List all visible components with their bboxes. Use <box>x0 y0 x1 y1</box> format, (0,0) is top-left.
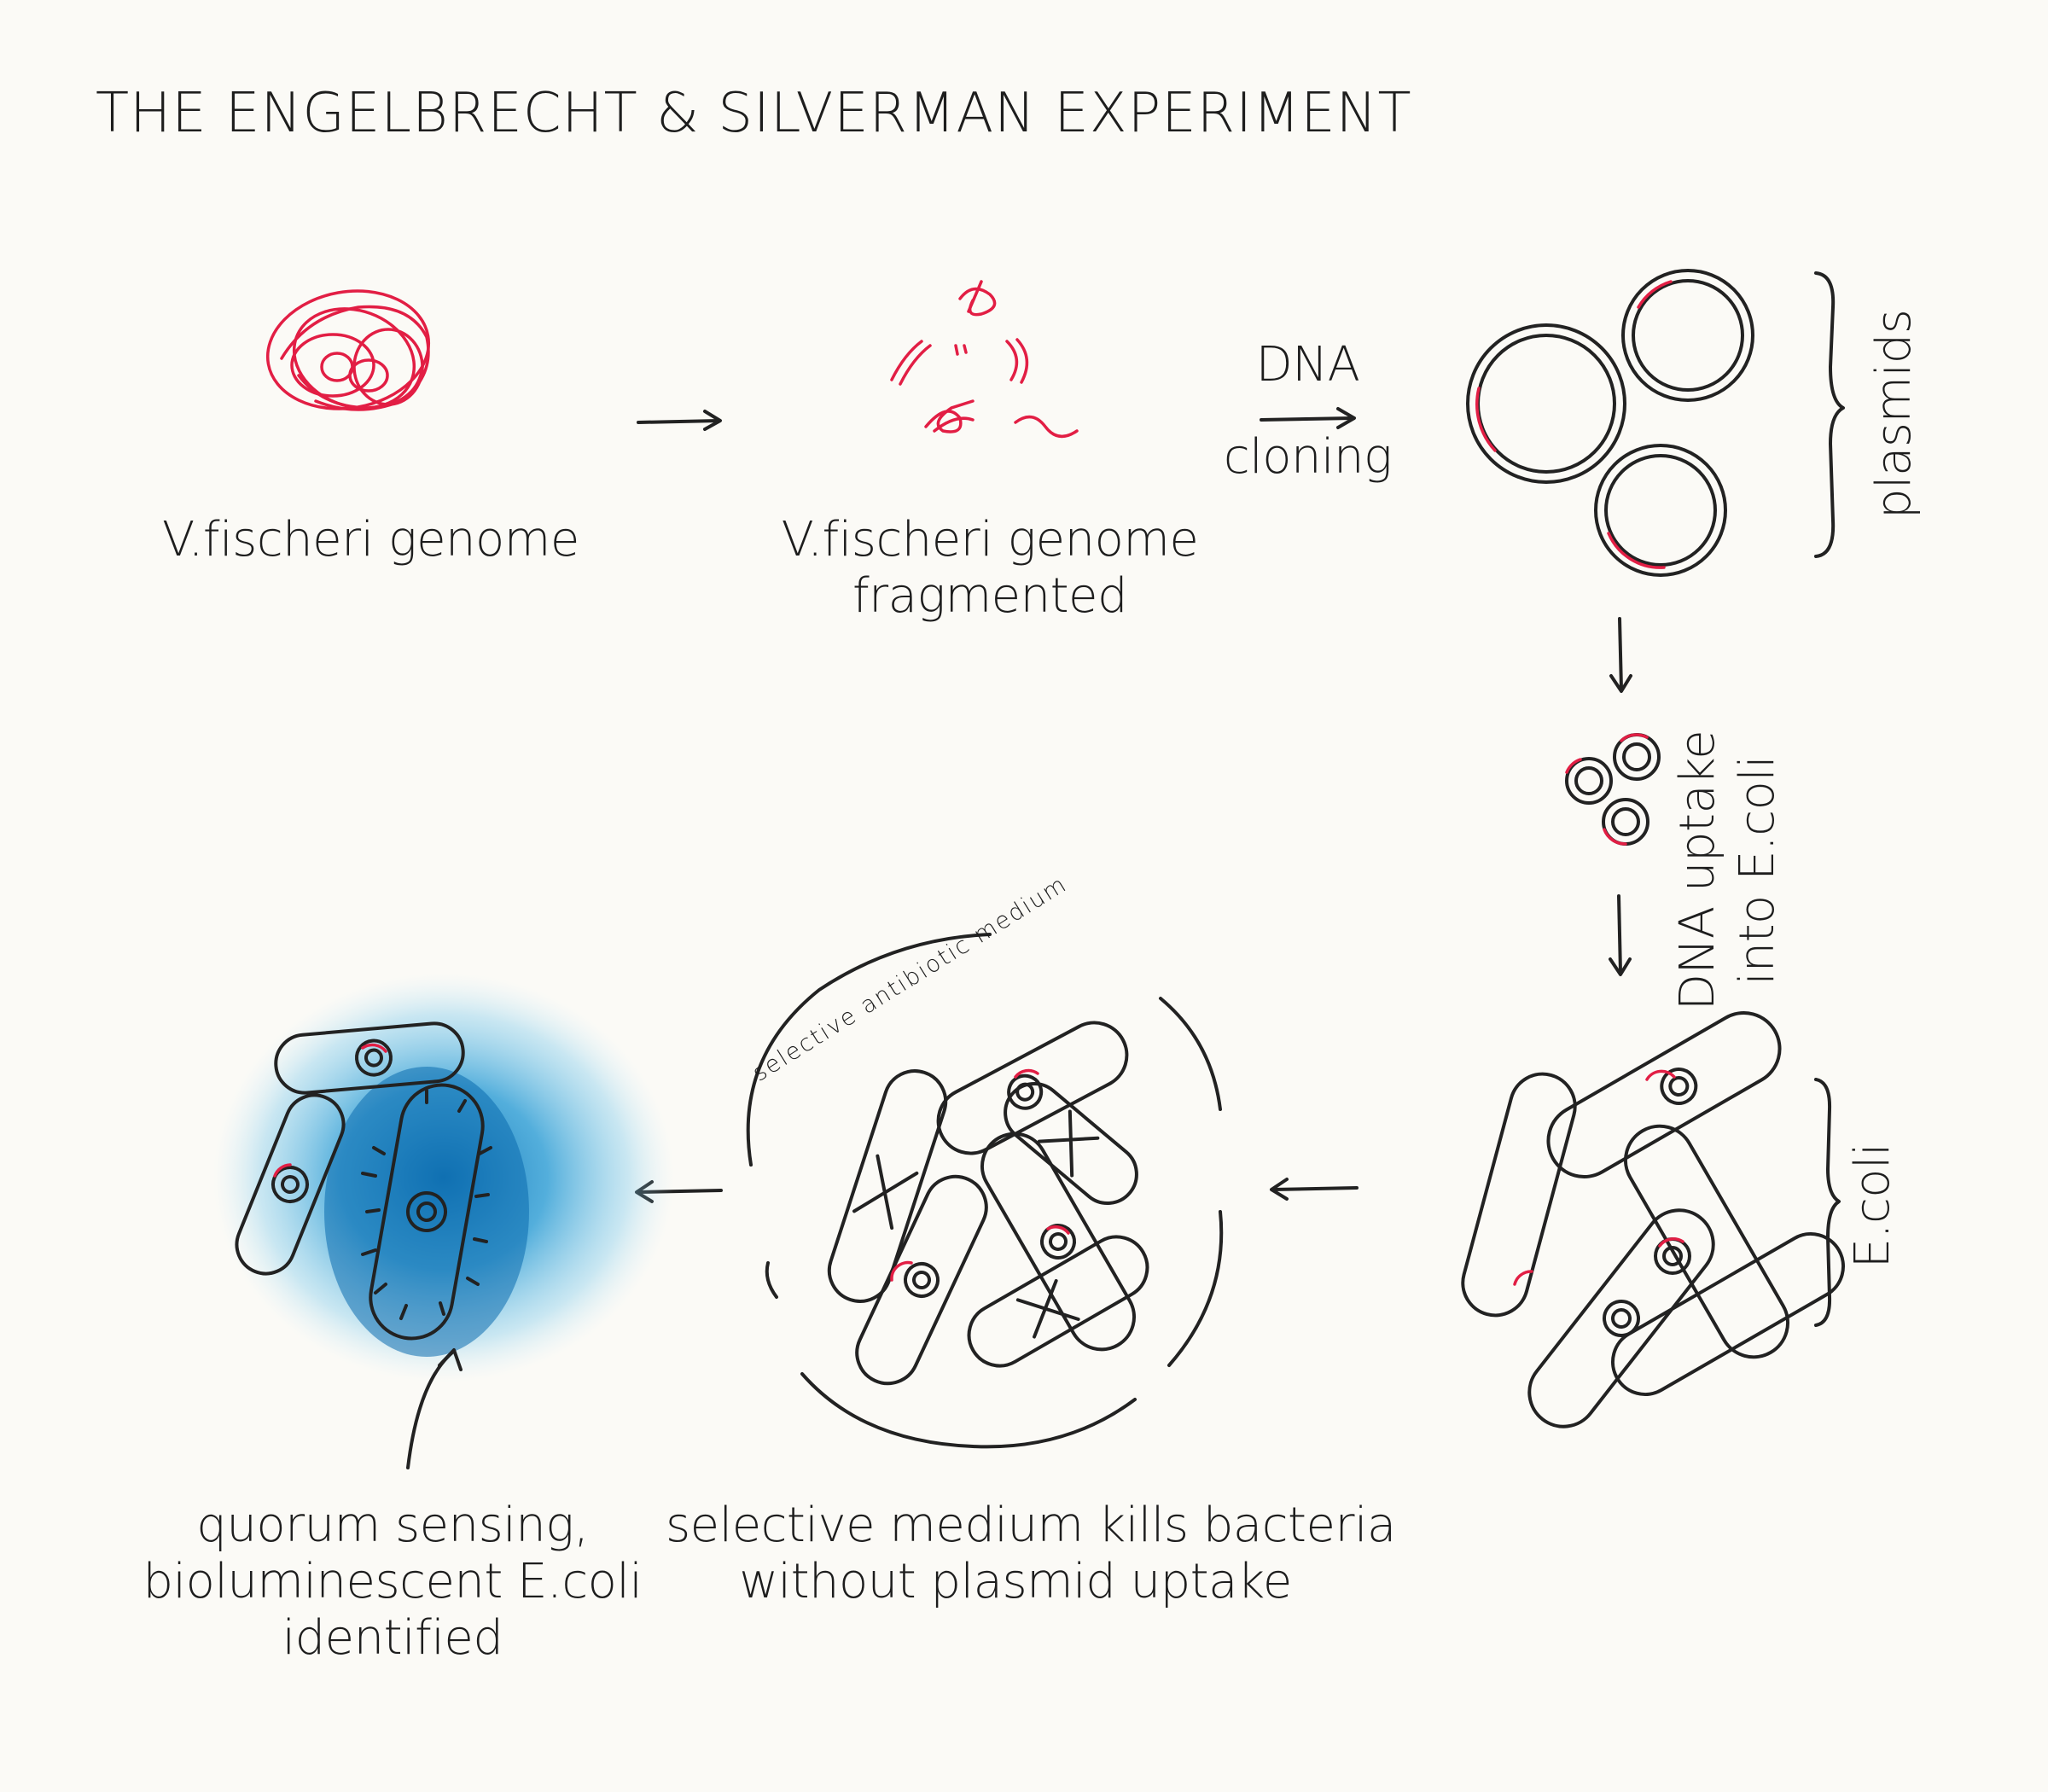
label-dna-uptake-line1: DNA uptake <box>1670 730 1725 1011</box>
genome-tangle-icon <box>265 289 431 411</box>
label-dna-cloning: DNA cloning <box>1216 337 1399 486</box>
label-dna-cloning-line2: cloning <box>1223 429 1393 486</box>
label-selective: selective medium kills bacteria without … <box>666 1498 1396 1610</box>
label-quorum: quorum sensing, bioluminescent E.coli id… <box>137 1498 649 1667</box>
diagram-title: THE ENGELBRECHT & SILVERMAN EXPERIMENT <box>96 82 1412 145</box>
label-dna-uptake: DNA uptake into E.coli <box>1668 725 1788 1015</box>
selective-medium-dish <box>746 933 1224 1449</box>
label-dna-uptake-line2: into E.coli <box>1730 755 1785 986</box>
plasmids-icon <box>1466 269 1754 577</box>
label-genome: V.fischeri genome <box>162 512 579 567</box>
arrow-dna-cloning <box>1260 407 1356 429</box>
arrow-genome-to-fragments <box>637 410 722 431</box>
label-fragmented: V.fischeri genome fragmented <box>768 512 1212 625</box>
label-plasmids: plasmids <box>1865 309 1922 520</box>
medium-bacteria-icon <box>827 1021 1149 1386</box>
label-quorum-line2: bioluminescent E.coli <box>143 1554 643 1610</box>
label-dna-cloning-line1: DNA <box>1255 337 1360 393</box>
plasmids-bracket <box>1814 271 1845 558</box>
label-selective-line2: without plasmid uptake <box>739 1554 1292 1610</box>
arrow-plasmids-down <box>1609 617 1632 693</box>
label-selective-line1: selective medium kills bacteria <box>666 1498 1396 1553</box>
arrow-ecoli-to-medium <box>1270 1178 1359 1201</box>
label-ecoli: E.coli <box>1844 1143 1900 1269</box>
ecoli-group-icon <box>1461 1011 1845 1428</box>
label-fragmented-line1: V.fischeri genome <box>781 512 1199 567</box>
arrow-uptake-down <box>1609 894 1632 976</box>
label-fragmented-line2: fragmented <box>852 568 1128 625</box>
small-plasmids-icon <box>1565 733 1661 846</box>
genome-fragments-icon <box>890 280 1079 439</box>
bioluminescent-result-icon <box>213 973 674 1469</box>
label-quorum-line1: quorum sensing, <box>196 1498 589 1553</box>
label-quorum-line3: identified <box>282 1610 503 1667</box>
ecoli-bracket <box>1814 1078 1841 1327</box>
